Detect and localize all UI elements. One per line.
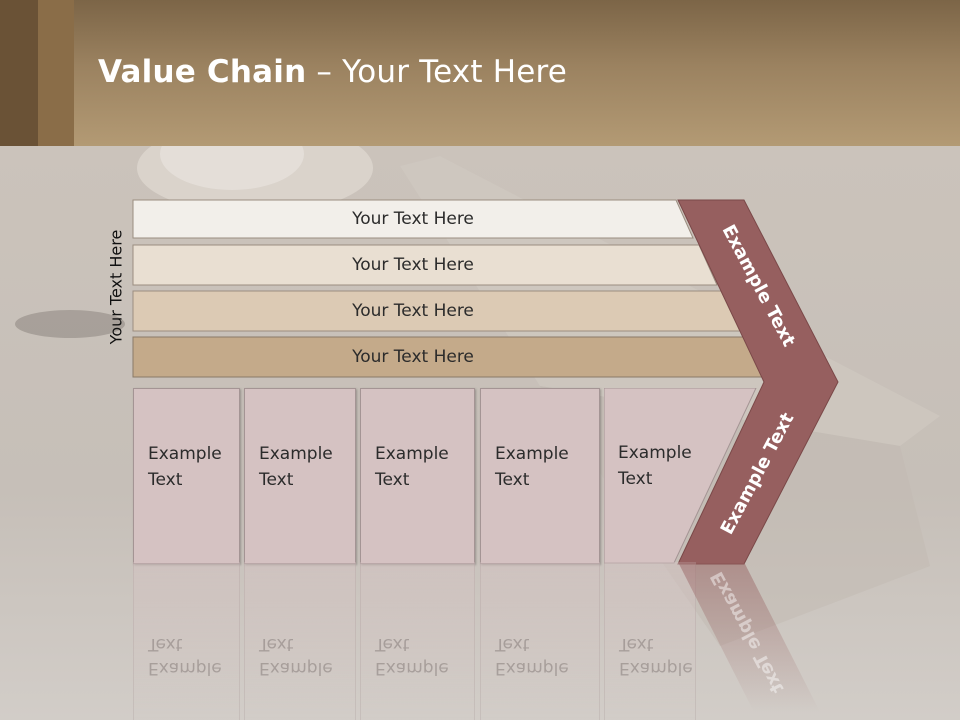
activity-box-3-label: Example Text xyxy=(375,444,449,490)
activity-box-1-label: Example Text xyxy=(148,444,222,490)
activity-box-5-label: Example Text xyxy=(618,443,692,489)
activity-box-1: Example Text xyxy=(133,388,240,564)
support-bar-4-label: Your Text Here xyxy=(352,347,474,367)
vertical-axis-label: Your Text Here xyxy=(106,229,126,345)
activity-box-4-label: Example Text xyxy=(495,444,569,490)
activity-box-5-text-area: Example Text xyxy=(604,388,704,562)
support-bar-2-shape xyxy=(132,244,718,286)
header-accent-stripe xyxy=(0,0,38,146)
margin-chevron: Example Text Example Text xyxy=(677,199,839,565)
header-accent-stripe-2 xyxy=(38,0,74,146)
activity-box-2: Example Text xyxy=(244,388,356,564)
activity-box-5 xyxy=(604,388,757,564)
activity-box-3: Example Text xyxy=(360,388,475,564)
support-bar-1-shape xyxy=(132,199,694,239)
title-rest: – Your Text Here xyxy=(306,54,568,90)
support-bar-1-label: Your Text Here xyxy=(352,209,474,229)
support-bar-3-label: Your Text Here xyxy=(352,301,474,321)
activity-box-2-label: Example Text xyxy=(259,444,333,490)
slide-title: Value Chain – Your Text Here xyxy=(98,54,567,90)
activity-box-4: Example Text xyxy=(480,388,600,564)
title-bold: Value Chain xyxy=(98,54,307,90)
support-bar-2-label: Your Text Here xyxy=(352,255,474,275)
header-band xyxy=(0,0,960,146)
